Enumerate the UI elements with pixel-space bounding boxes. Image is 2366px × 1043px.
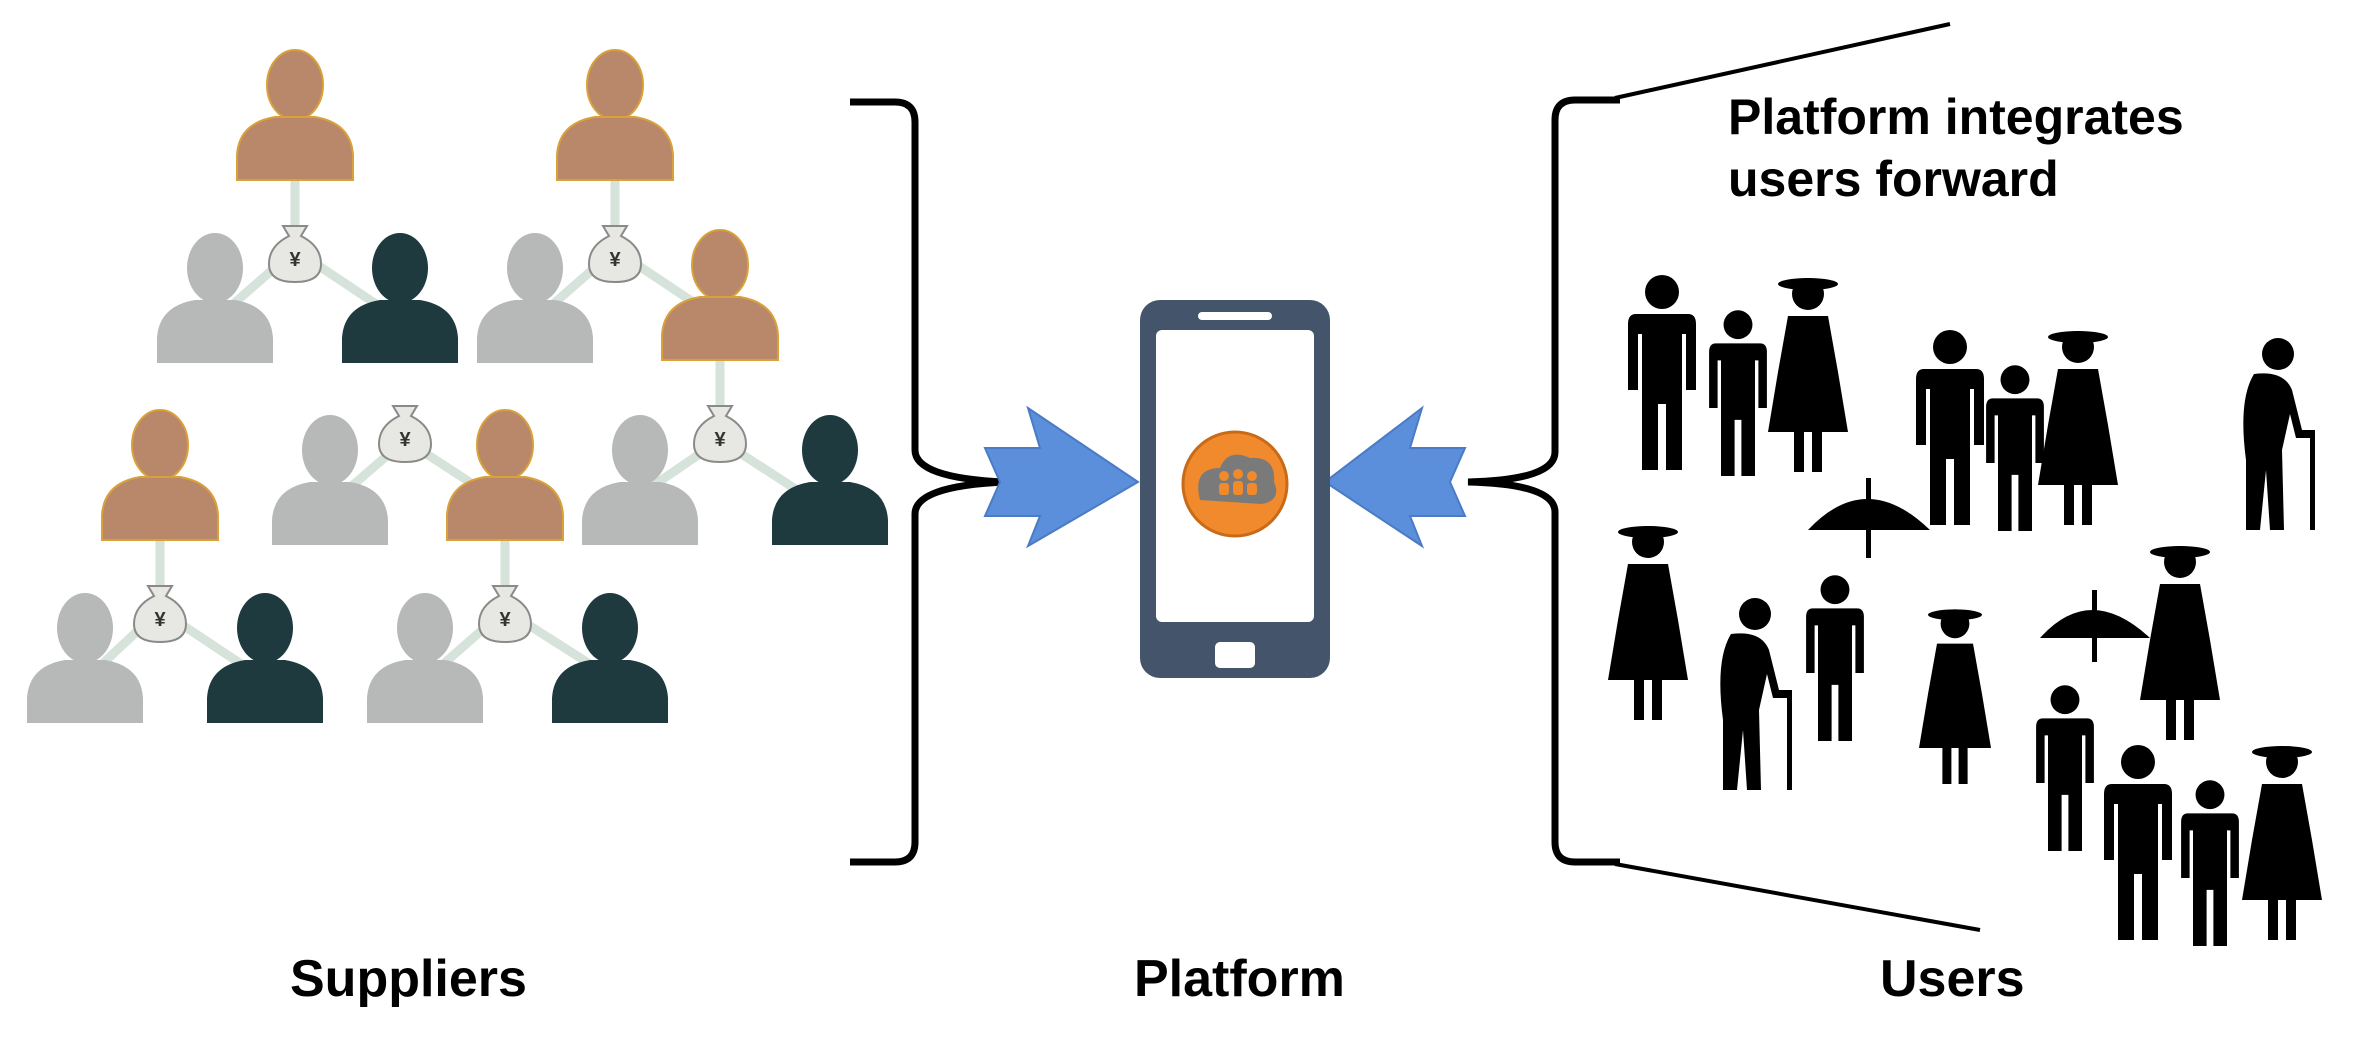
umbrella-icon	[1808, 478, 1930, 558]
caption-line-2: users forward	[1728, 151, 2059, 207]
person-icon	[1986, 365, 2044, 531]
person-icon	[2104, 745, 2172, 940]
supplier-icon	[556, 49, 674, 181]
supplier-icon	[367, 593, 483, 723]
users-label: Users	[1880, 950, 2025, 1008]
supplier-icon	[27, 593, 143, 723]
caption-text: Platform integrates users forward	[1728, 86, 2184, 210]
person-icon	[2140, 546, 2220, 740]
person-icon	[2242, 746, 2322, 940]
supplier-icon	[157, 233, 273, 363]
platform-label: Platform	[1134, 950, 1345, 1008]
person-icon	[1916, 330, 1984, 525]
person-icon	[1709, 310, 1767, 476]
umbrella-icon	[2040, 590, 2150, 662]
money-symbol: ¥	[399, 429, 411, 451]
supplier-icon	[552, 593, 668, 723]
users-crowd	[1608, 275, 2322, 946]
person-icon	[2038, 331, 2118, 525]
money-symbol: ¥	[499, 609, 511, 631]
supplier-icon	[272, 415, 388, 545]
elderly-person-icon	[2243, 338, 2315, 530]
left-arrow-icon	[983, 405, 1140, 549]
person-icon	[2181, 780, 2239, 946]
money-symbol: ¥	[609, 249, 621, 271]
elderly-person-icon	[1720, 598, 1792, 790]
caption-line-1: Platform integrates	[1728, 89, 2184, 145]
money-symbol: ¥	[289, 249, 301, 271]
person-icon	[1806, 575, 1864, 741]
supplier-icon	[101, 409, 219, 541]
person-icon	[1768, 278, 1848, 472]
person-icon	[1608, 526, 1688, 720]
cloud-people-icon	[1181, 430, 1289, 538]
suppliers-label: Suppliers	[290, 950, 527, 1008]
person-icon	[1628, 275, 1696, 470]
person-icon	[1919, 609, 1991, 784]
funnel-line-bottom	[1614, 862, 1981, 932]
supplier-icon	[236, 49, 354, 181]
person-icon	[2036, 685, 2094, 851]
money-symbol: ¥	[714, 429, 726, 451]
users-bracket	[1467, 96, 1620, 866]
suppliers-network: ¥ ¥ ¥ ¥ ¥ ¥	[27, 49, 888, 723]
funnel-line-top	[1614, 22, 1951, 100]
suppliers-bracket	[850, 98, 1006, 866]
money-symbol: ¥	[154, 609, 166, 631]
right-arrow-icon	[1323, 405, 1467, 549]
supplier-icon	[477, 233, 593, 363]
supplier-icon	[582, 415, 698, 545]
